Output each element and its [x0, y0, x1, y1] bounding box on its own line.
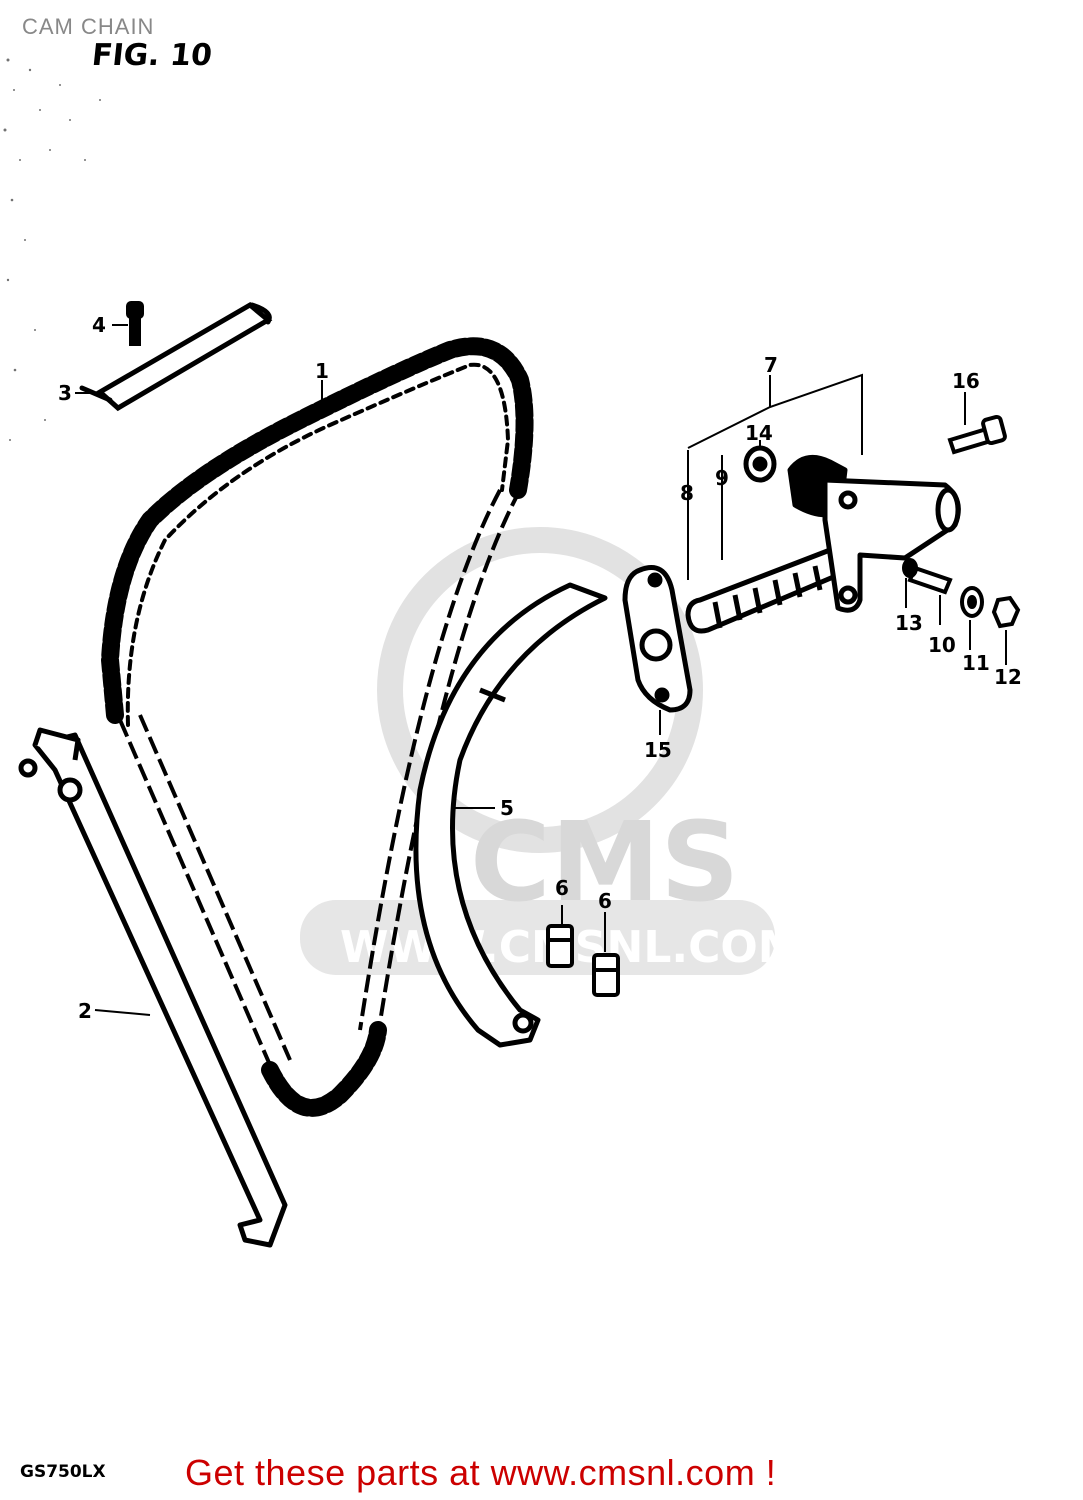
callout-12: 12	[994, 665, 1022, 689]
part-6-nuts	[546, 924, 620, 997]
callout-7: 7	[764, 353, 778, 377]
callout-11: 11	[962, 651, 990, 675]
callout-6a: 6	[555, 876, 569, 900]
callout-2: 2	[78, 999, 92, 1023]
callout-16: 16	[952, 369, 980, 393]
callout-5: 5	[500, 796, 514, 820]
watermark-brand: CMS	[470, 798, 739, 926]
cta-link[interactable]: Get these parts at www.cmsnl.com !	[185, 1452, 777, 1493]
callout-10: 10	[928, 633, 956, 657]
part-14-oring	[743, 445, 777, 483]
page-title: CAM CHAIN	[22, 14, 155, 39]
callout-14: 14	[745, 421, 773, 445]
part-12-nut	[991, 595, 1021, 629]
callout-8: 8	[680, 481, 694, 505]
part-5-curved-guide	[413, 582, 608, 1048]
part-15-gasket	[622, 565, 693, 713]
part-4-bolt	[126, 301, 144, 346]
callout-6b: 6	[598, 889, 612, 913]
part-1-cam-chain	[100, 337, 534, 1117]
leader-lines	[75, 324, 1007, 1016]
part-13-washer	[902, 558, 918, 578]
model-label: GS750LX	[20, 1462, 106, 1482]
part-2-chain-guide	[18, 727, 288, 1248]
callout-4: 4	[92, 313, 106, 337]
callout-15: 15	[644, 738, 672, 762]
part-3-guide-bracket	[79, 301, 273, 412]
part-7-tensioner	[685, 455, 961, 634]
callout-13: 13	[895, 611, 923, 635]
callout-3: 3	[58, 381, 72, 405]
callouts: 1 2 3 4 5 6 6 7 8 9 10 11 12 13 14 15 16	[58, 313, 1022, 1023]
part-11-washer	[960, 586, 984, 618]
callout-9: 9	[715, 466, 729, 490]
callout-1: 1	[315, 359, 329, 383]
part-16-bolt	[947, 414, 1007, 455]
chain-legs	[118, 489, 522, 1066]
scan-noise	[3, 58, 101, 441]
